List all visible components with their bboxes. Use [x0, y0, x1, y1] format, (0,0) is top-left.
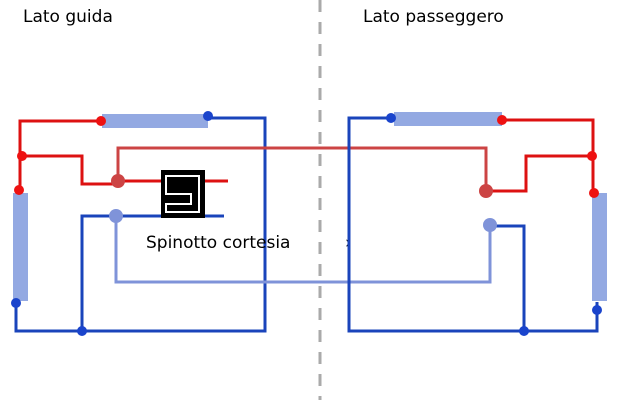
driver-red-node-lamp	[14, 185, 24, 195]
passenger-red-switch-node	[479, 184, 493, 198]
cross-blue-wire	[114, 216, 492, 284]
passenger-top-lamp-bar	[394, 112, 502, 126]
driver-red-wire-top	[18, 119, 100, 190]
driver-blue-node-lamp	[11, 298, 21, 308]
passenger-blue-node-lamp	[592, 305, 602, 315]
passenger-red-node-top	[497, 115, 507, 125]
courtesy-plug-label: Spinotto cortesia	[146, 233, 290, 253]
driver-red-switch-node	[111, 174, 125, 188]
driver-red-node-corner	[17, 151, 27, 161]
courtesy-plug-icon	[161, 170, 205, 218]
driver-red-wire-switch	[22, 154, 118, 186]
driver-blue-node-bottom	[77, 326, 87, 336]
driver-side-lamp-bar	[13, 193, 28, 301]
driver-side-label: Lato guida	[23, 7, 113, 27]
passenger-blue-wire-switch	[490, 224, 526, 331]
driver-blue-switch-node	[109, 209, 123, 223]
passenger-red-node-lamp	[589, 188, 599, 198]
passenger-blue-node-top	[386, 113, 396, 123]
cross-red-wire	[116, 146, 488, 190]
passenger-blue-wire-outer	[347, 116, 599, 333]
passenger-side-label: Lato passeggero	[363, 7, 504, 27]
driver-blue-node-top	[203, 111, 213, 121]
driver-blue-wire-outer	[14, 116, 267, 333]
driver-top-lamp-bar	[102, 114, 208, 128]
passenger-side-lamp-bar	[592, 193, 607, 301]
passenger-red-wire-top	[502, 118, 595, 193]
passenger-blue-switch-node	[483, 218, 497, 232]
passenger-red-node-corner	[587, 151, 597, 161]
driver-red-node-top	[96, 116, 106, 126]
driver-blue-wire-switch	[80, 214, 116, 331]
passenger-blue-node-bottom	[519, 326, 529, 336]
passenger-red-wire-switch	[486, 154, 593, 193]
